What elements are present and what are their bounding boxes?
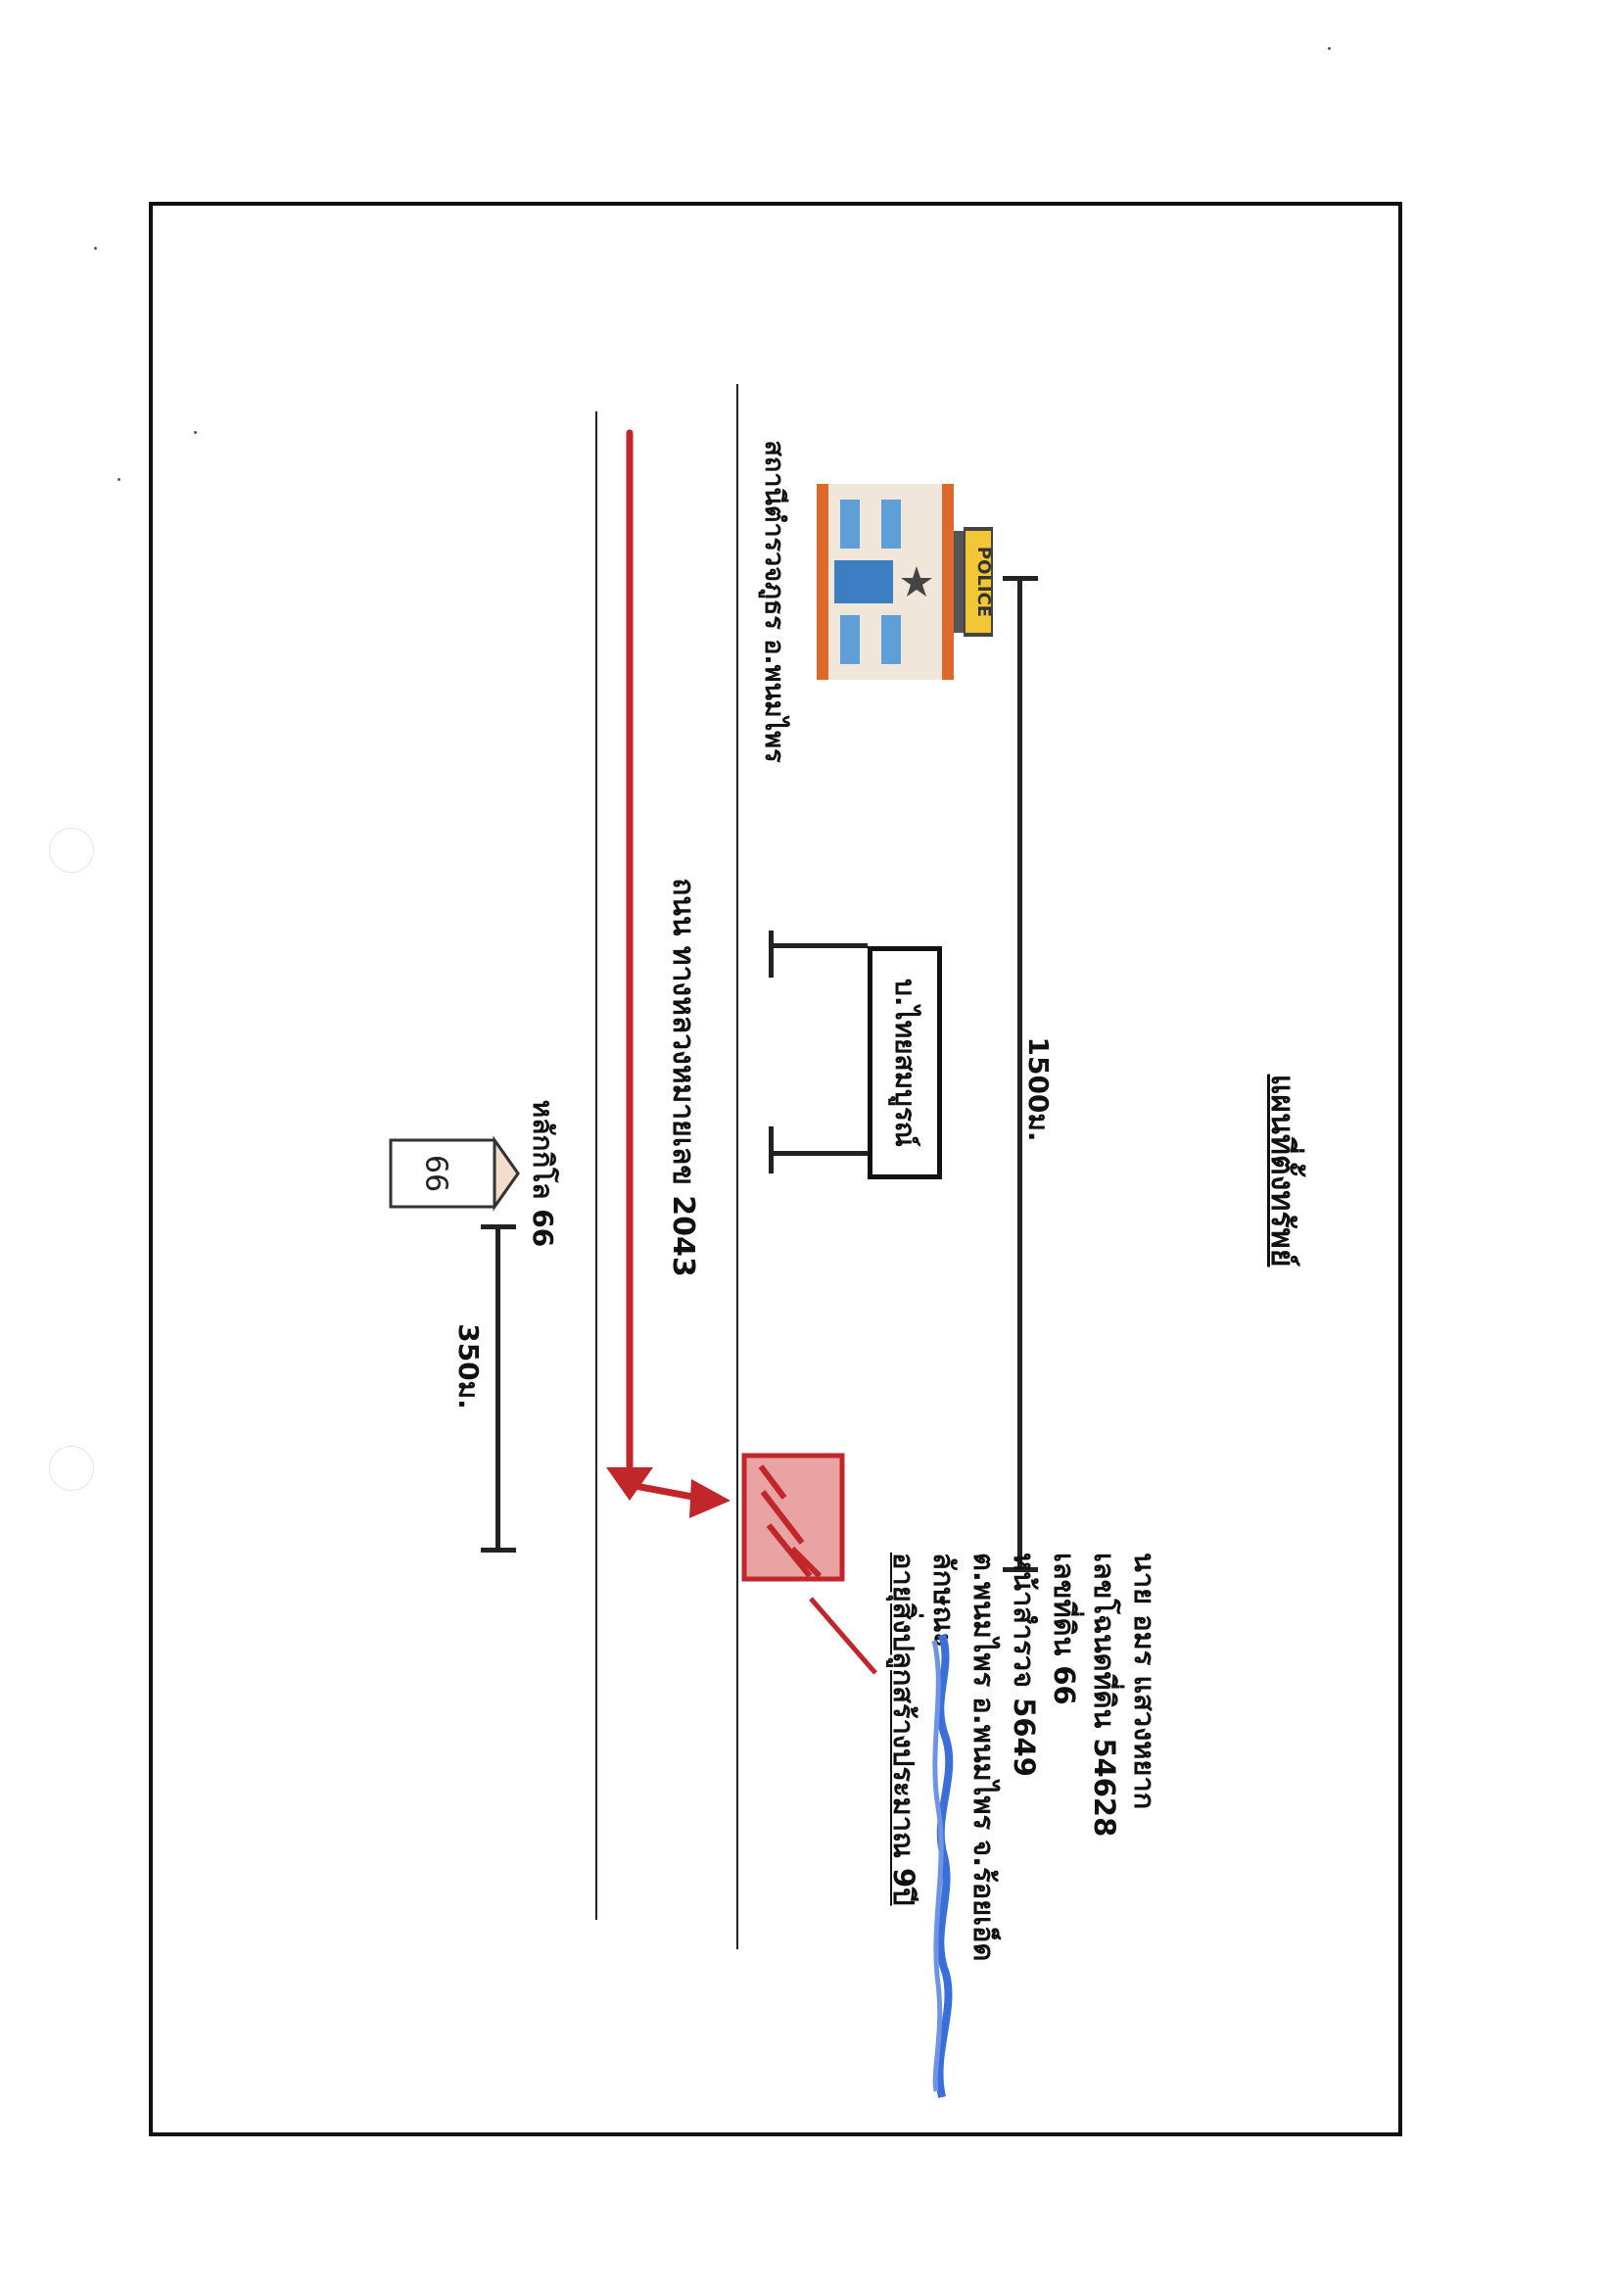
owner-name: นาย อมร แสวงหยาก bbox=[1128, 1553, 1161, 1810]
distance-line-long-cap bbox=[1003, 576, 1038, 581]
blue-ink-stamp bbox=[931, 1633, 954, 2098]
distance-line-short-cap bbox=[481, 1548, 516, 1553]
scan-speck bbox=[1328, 47, 1331, 50]
distance-line-short bbox=[495, 1228, 500, 1552]
scan-speck bbox=[94, 247, 97, 250]
punch-hole bbox=[49, 828, 94, 873]
km-post-icon: 66 bbox=[389, 1135, 520, 1212]
property-info-block: นาย อมร แสวงหยาก เลขโฉนดที่ดิน 54628 เลข… bbox=[880, 1553, 1164, 2121]
deed-number: เลขโฉนดที่ดิน 54628 bbox=[1088, 1553, 1121, 1838]
property-type-row: ลักษณะ bbox=[923, 1553, 964, 2121]
village-sign-post bbox=[774, 1151, 868, 1156]
punch-hole bbox=[49, 1446, 94, 1491]
village-sign-post bbox=[774, 943, 868, 948]
village-sign-board bbox=[868, 946, 942, 1179]
road-edge-right bbox=[736, 384, 738, 1949]
road-edge-left bbox=[595, 411, 597, 1920]
location-address: ต.พนมไพร อ.พนมไพร จ.ร้อยเอ็ด bbox=[967, 1553, 1001, 1962]
map-frame bbox=[149, 202, 1402, 2136]
land-number: เลขที่ดิน 66 bbox=[1048, 1553, 1081, 1705]
building-age: อายุสิ่งปลูกสร้างประมาณ 9ปี bbox=[887, 1553, 920, 1906]
police-sign-text: POLICE bbox=[973, 547, 994, 617]
village-sign-post bbox=[769, 1126, 774, 1173]
village-sign-post bbox=[769, 931, 774, 978]
survey-page: หน้าสำรวจ 5649 bbox=[1008, 1553, 1041, 1777]
property-location-marker bbox=[741, 1453, 845, 1582]
scan-speck bbox=[194, 431, 197, 434]
km-post-number: 66 bbox=[419, 1155, 453, 1192]
distance-line-long-cap bbox=[1003, 1567, 1038, 1572]
scan-speck bbox=[118, 478, 120, 481]
police-station-icon: POLICE bbox=[817, 484, 994, 680]
distance-line-long bbox=[1017, 578, 1022, 1569]
distance-line-short-cap bbox=[481, 1224, 516, 1229]
